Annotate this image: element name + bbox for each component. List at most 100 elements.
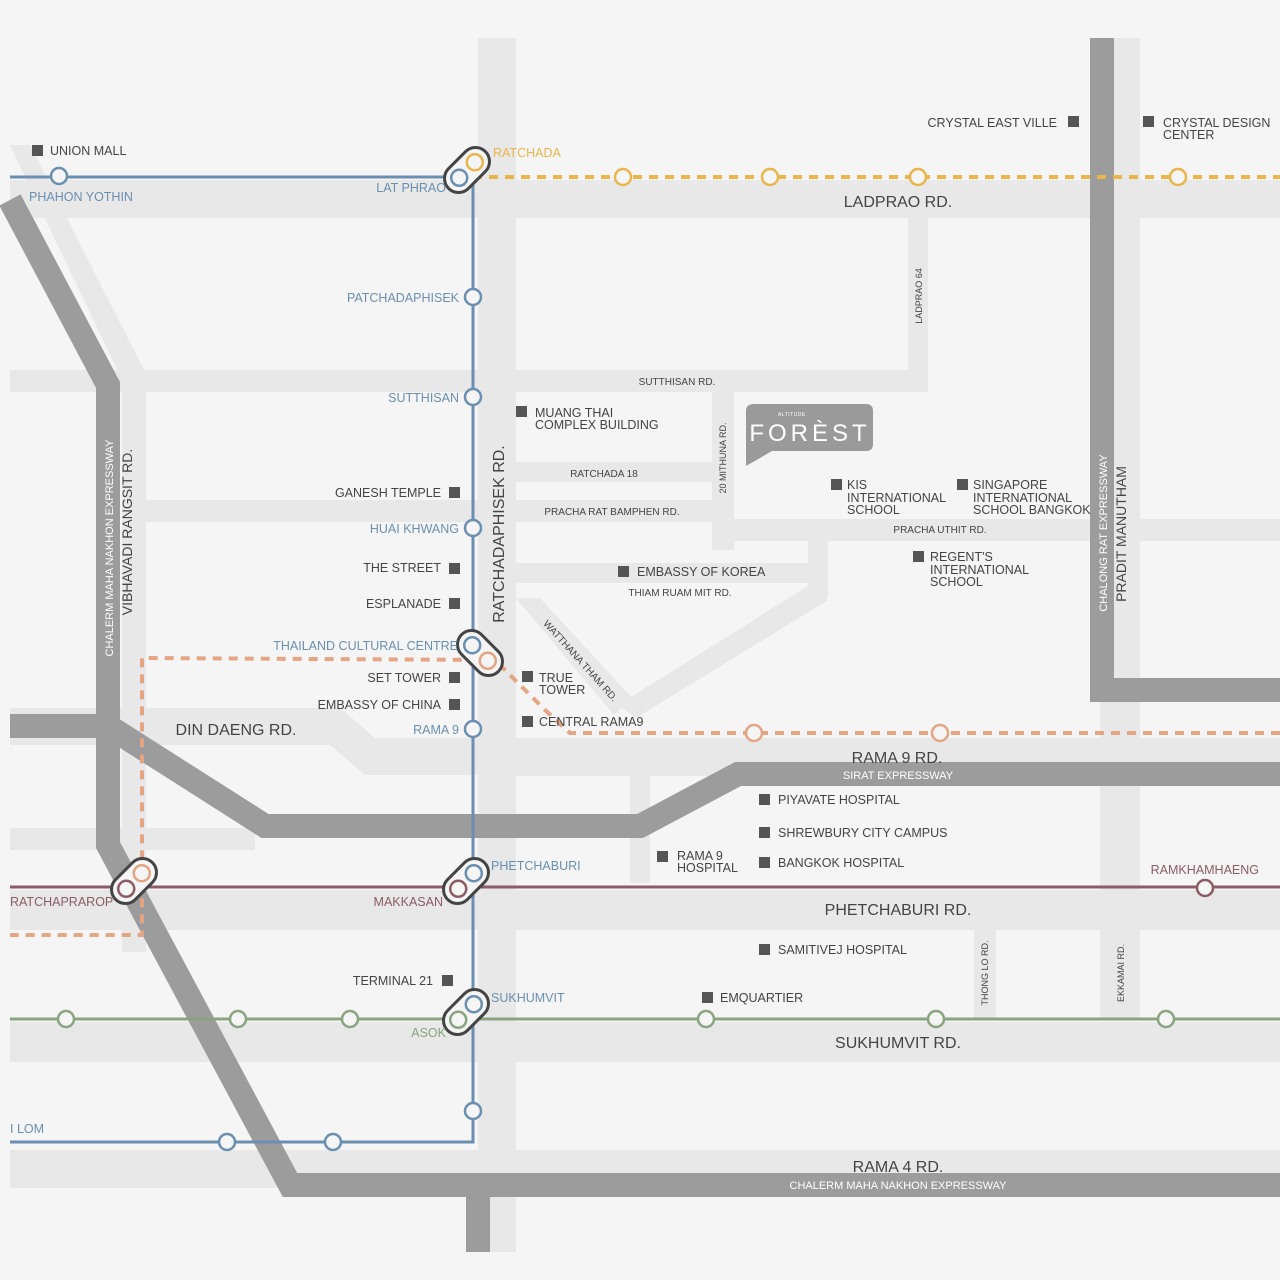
landmark-markers [32, 116, 1154, 1003]
label-rama9-station: RAMA 9 [413, 723, 459, 737]
marker-embassy-of-korea[interactable] [618, 566, 629, 577]
station-bts-4[interactable] [696, 1009, 716, 1029]
label-huai-khwang: HUAI KHWANG [370, 522, 459, 536]
din-daeng-lower [10, 828, 255, 850]
label-thiam-ruam-mit-rd: THIAM RUAM MIT RD. [628, 588, 731, 599]
label-sukhumvit-station: SUKHUMVIT [491, 991, 565, 1005]
label-regents-2: INTERNATIONAL [930, 563, 1029, 577]
label-samitivej: SAMITIVEJ HOSPITAL [778, 943, 907, 957]
station-orange-2[interactable] [930, 723, 950, 743]
label-ratchadaphisek-rd: RATCHADAPHISEK RD. [491, 445, 508, 623]
label-crystal-design-2: CENTER [1163, 128, 1214, 142]
interchange-ratchaprarop[interactable] [106, 853, 163, 910]
label-rama9-hospital-1: RAMA 9 [677, 849, 723, 863]
marker-samitivej[interactable] [759, 944, 770, 955]
thong-lo-road [974, 930, 996, 1018]
station-sutthisan[interactable] [463, 387, 483, 407]
label-piyavate: PIYAVATE HOSPITAL [778, 793, 900, 807]
label-shrewsbury: SHREWBURY CITY CAMPUS [778, 826, 947, 840]
station-yellow-4[interactable] [1168, 167, 1188, 187]
station-ramkhamhaeng[interactable] [1195, 878, 1215, 898]
station-phahon-yothin[interactable] [49, 166, 69, 186]
label-embassy-of-korea: EMBASSY OF KOREA [637, 565, 766, 579]
marker-ganesh-temple[interactable] [449, 487, 460, 498]
minor-roads [10, 38, 1280, 1252]
marker-set-tower[interactable] [449, 672, 460, 683]
label-sutthisan: SUTTHISAN [388, 391, 459, 405]
marker-shrewsbury[interactable] [759, 827, 770, 838]
marker-esplanade[interactable] [449, 598, 460, 609]
ladprao64-road [908, 218, 928, 372]
mrt-orange-line [10, 655, 1280, 937]
marker-emquartier[interactable] [702, 992, 713, 1003]
label-sirat-expressway: SIRAT EXPRESSWAY [843, 770, 954, 782]
marker-regents[interactable] [913, 551, 924, 562]
label-terminal21: TERMINAL 21 [353, 974, 433, 988]
marker-the-street[interactable] [449, 563, 460, 574]
station-patchadaphisek[interactable] [463, 287, 483, 307]
label-pradit-manutham: PRADIT MANUTHAM [1113, 466, 1129, 602]
marker-union-mall[interactable] [32, 145, 43, 156]
project-brand-name: FORÈST [749, 420, 870, 447]
sirat-expressway [10, 714, 1280, 838]
marker-true-tower[interactable] [522, 671, 533, 682]
marker-rama9-hospital[interactable] [657, 851, 668, 862]
label-chalong-rat: CHALONG RAT EXPRESSWAY [1098, 454, 1110, 612]
label-si-lom: I LOM [10, 1122, 44, 1136]
interchange-lat-phrao-ratchada[interactable] [439, 142, 496, 199]
label-sukhumvit-rd: SUKHUMVIT RD. [835, 1035, 961, 1052]
station-bts-3[interactable] [340, 1009, 360, 1029]
interchange-asok-sukhumvit[interactable] [438, 984, 495, 1041]
station-bts-2[interactable] [228, 1009, 248, 1029]
station-yellow-2[interactable] [760, 167, 780, 187]
label-sutthisan-rd: SUTTHISAN RD. [639, 377, 716, 388]
label-phetchaburi-station: PHETCHABURI [491, 859, 581, 873]
label-crystal-design-1: CRYSTAL DESIGN [1163, 116, 1270, 130]
label-singapore-2: INTERNATIONAL [973, 491, 1072, 505]
station-yellow-3[interactable] [908, 167, 928, 187]
label-ladprao-rd: LADPRAO RD. [844, 194, 952, 211]
label-ekkamai-rd: EKKAMAI RD. [1116, 944, 1126, 1002]
station-khlong-toei[interactable] [323, 1132, 343, 1152]
marker-crystal-design-center[interactable] [1143, 116, 1154, 127]
station-queen-sirikit[interactable] [217, 1132, 237, 1152]
station-rama9[interactable] [463, 719, 483, 739]
station-lumphini[interactable] [463, 1101, 483, 1121]
interchange-makkasan-phetchaburi[interactable] [438, 853, 495, 910]
label-singapore-1: SINGAPORE [973, 478, 1047, 492]
label-ratchaprarop: RATCHAPRAROP [10, 895, 113, 909]
label-makkasan: MAKKASAN [374, 895, 443, 909]
thiam-ruam-mit-road [516, 563, 808, 583]
station-huai-khwang[interactable] [463, 518, 483, 538]
marker-embassy-of-china[interactable] [449, 699, 460, 710]
ladprao-road [10, 180, 1280, 218]
station-orange-1[interactable] [744, 723, 764, 743]
station-bts-6[interactable] [1156, 1009, 1176, 1029]
label-chalerm-bottom: CHALERM MAHA NAKHON EXPRESSWAY [790, 1180, 1008, 1192]
label-rama9-rd: RAMA 9 RD. [852, 750, 943, 767]
label-kis-1: KIS [847, 478, 867, 492]
label-set-tower: SET TOWER [367, 671, 441, 685]
label-crystal-east-ville: CRYSTAL EAST VILLE [928, 116, 1057, 130]
project-callout[interactable]: ALTITUDE FORÈST [746, 404, 873, 466]
marker-terminal21[interactable] [442, 975, 453, 986]
marker-singapore-school[interactable] [957, 479, 968, 490]
label-phetchaburi-rd: PHETCHABURI RD. [825, 902, 972, 919]
marker-crystal-east-ville[interactable] [1068, 116, 1079, 127]
label-pracha-rat-rd: PRACHA RAT BAMPHEN RD. [544, 507, 679, 518]
label-central-rama9: CENTRAL RAMA9 [539, 715, 643, 729]
mithuna-road [712, 390, 734, 550]
marker-bangkok-hospital[interactable] [759, 857, 770, 868]
station-bts-5[interactable] [926, 1009, 946, 1029]
watthana-tham-road [516, 598, 632, 715]
marker-kis[interactable] [831, 479, 842, 490]
station-bts-1[interactable] [56, 1009, 76, 1029]
station-yellow-1[interactable] [613, 167, 633, 187]
marker-piyavate[interactable] [759, 794, 770, 805]
label-pracha-uthit-rd: PRACHA UTHIT RD. [893, 525, 986, 536]
marker-central-rama9[interactable] [522, 716, 533, 727]
marker-muang-thai[interactable] [516, 406, 527, 417]
label-regents-1: REGENT'S [930, 550, 993, 564]
expressways [0, 38, 1280, 1252]
label-kis-3: SCHOOL [847, 503, 900, 517]
